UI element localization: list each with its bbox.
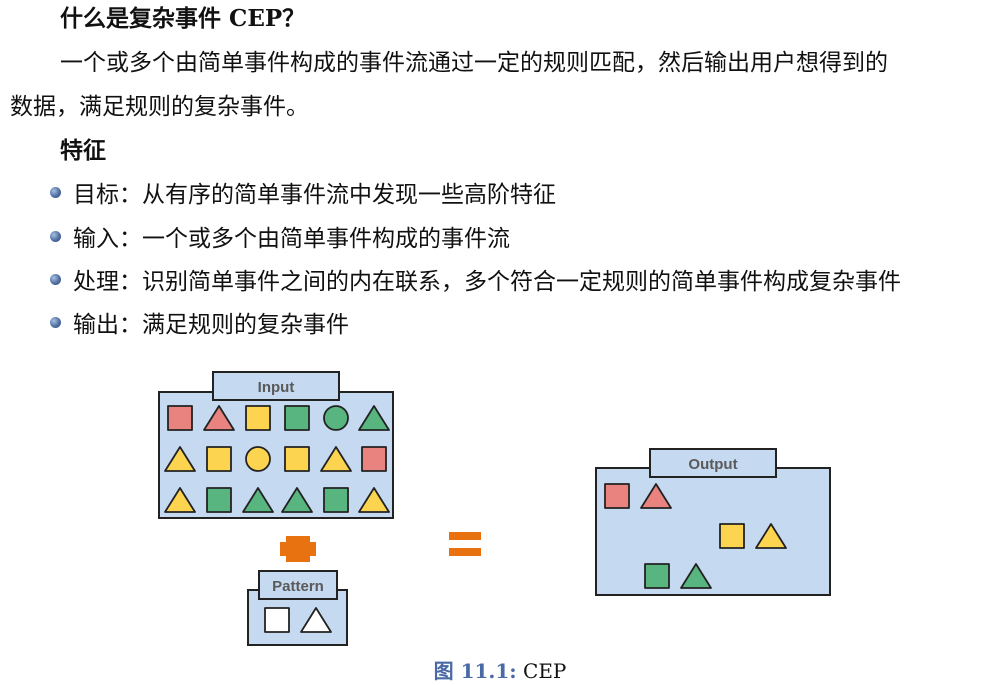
definition-line-1: 一个或多个由简单事件构成的事件流通过一定的规则匹配，然后输出用户想得到的	[60, 50, 888, 76]
output-event-red-triangle	[640, 483, 672, 509]
bullet-icon	[50, 230, 61, 242]
input-event-yellow-square	[245, 405, 271, 431]
definition-line-2: 数据，满足规则的复杂事件。	[10, 94, 309, 120]
feature-item-goal: 目标：从有序的简单事件流中发现一些高阶特征	[50, 176, 556, 208]
input-events	[164, 405, 390, 513]
pattern-events	[264, 607, 332, 633]
bullet-icon	[50, 316, 61, 328]
input-event-yellow-triangle	[358, 487, 390, 513]
section-title: 什么是复杂事件 CEP？	[60, 5, 306, 32]
caption-text: CEP	[523, 659, 567, 683]
pattern-triangle	[300, 607, 332, 633]
input-event-green-triangle	[242, 487, 274, 513]
feature-text: 目标：从有序的简单事件流中发现一些高阶特征	[73, 182, 556, 208]
feature-text: 输入：一个或多个由简单事件构成的事件流	[73, 226, 510, 252]
input-event-yellow-triangle	[164, 487, 196, 513]
input-event-green-circle	[323, 405, 349, 431]
input-event-red-triangle	[203, 405, 235, 431]
equals-operator-icon	[449, 532, 481, 556]
input-event-green-triangle	[281, 487, 313, 513]
figure-caption: 图 11.1: CEP	[0, 658, 1000, 684]
output-tab	[649, 448, 777, 478]
feature-item-process: 处理：识别简单事件之间的内在联系，多个符合一定规则的简单事件构成复杂事件	[50, 263, 901, 295]
plus-operator-icon	[280, 536, 316, 562]
input-label: Input	[258, 379, 295, 396]
input-event-red-square	[167, 405, 193, 431]
feature-item-output: 输出：满足规则的复杂事件	[50, 306, 349, 338]
input-event-red-square	[361, 446, 387, 472]
input-event-green-square	[284, 405, 310, 431]
pattern-tab	[258, 570, 338, 600]
input-panel	[158, 391, 394, 519]
output-events	[604, 483, 787, 589]
input-tab	[212, 371, 340, 401]
pattern-square	[264, 607, 290, 633]
bullet-icon	[50, 186, 61, 198]
input-event-green-square	[323, 487, 349, 513]
input-event-yellow-triangle	[164, 446, 196, 472]
output-label: Output	[688, 456, 737, 473]
features-title: 特征	[60, 137, 106, 164]
output-event-red-square	[604, 483, 630, 509]
output-event-yellow-triangle	[755, 523, 787, 549]
input-event-green-square	[206, 487, 232, 513]
input-event-yellow-square	[206, 446, 232, 472]
feature-text: 输出：满足规则的复杂事件	[73, 312, 349, 338]
bullet-icon	[50, 273, 61, 285]
input-event-yellow-triangle	[320, 446, 352, 472]
output-event-green-square	[644, 563, 670, 589]
output-event-green-triangle	[680, 563, 712, 589]
caption-label: 图 11.1:	[433, 659, 517, 683]
feature-text: 处理：识别简单事件之间的内在联系，多个符合一定规则的简单事件构成复杂事件	[73, 269, 901, 295]
output-event-yellow-square	[719, 523, 745, 549]
feature-item-input: 输入：一个或多个由简单事件构成的事件流	[50, 220, 510, 252]
pattern-label: Pattern	[272, 578, 324, 595]
input-event-yellow-circle	[245, 446, 271, 472]
output-panel	[595, 467, 831, 596]
input-event-green-triangle	[358, 405, 390, 431]
input-event-yellow-square	[284, 446, 310, 472]
